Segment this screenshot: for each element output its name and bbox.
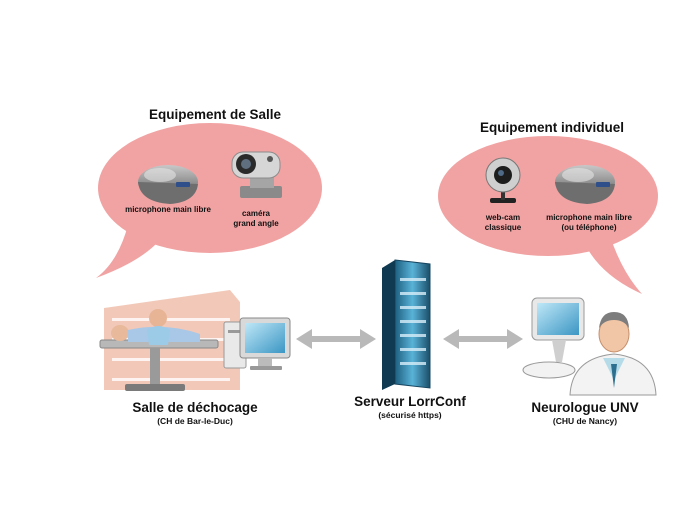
conference-microphone-icon-2 — [555, 165, 615, 204]
right-bubble-item-webcam-label: web-cam classique — [484, 213, 522, 232]
right-bubble-item-microphone-label: microphone main libre (ou téléphone) — [546, 213, 632, 232]
right-node-title: Neurologue UNV — [531, 400, 639, 415]
left-bubble-item-camera-label: caméra grand angle — [233, 209, 279, 228]
server-tower-icon — [382, 259, 431, 390]
neurologist-illustration — [522, 297, 657, 396]
center-node-title: Serveur LorrConf — [354, 394, 466, 409]
left-speech-bubble — [96, 123, 322, 278]
wide-angle-camera-icon — [231, 151, 282, 198]
left-bubble-item-microphone-label: microphone main libre — [125, 205, 211, 214]
left-node-subtitle: (CH de Bar-le-Duc) — [157, 416, 233, 426]
conference-microphone-icon — [138, 165, 198, 204]
center-node-subtitle: (sécurisé https) — [378, 410, 442, 420]
emergency-room-illustration — [99, 290, 291, 391]
right-bubble-title: Equipement individuel — [479, 120, 624, 135]
right-node-subtitle: (CHU de Nancy) — [552, 416, 618, 426]
left-bidirectional-arrow — [296, 329, 376, 349]
left-node-title: Salle de déchocage — [132, 400, 258, 415]
left-bubble-title: Equipement de Salle — [148, 107, 282, 122]
right-bidirectional-arrow — [443, 329, 523, 349]
webcam-icon — [485, 157, 521, 203]
